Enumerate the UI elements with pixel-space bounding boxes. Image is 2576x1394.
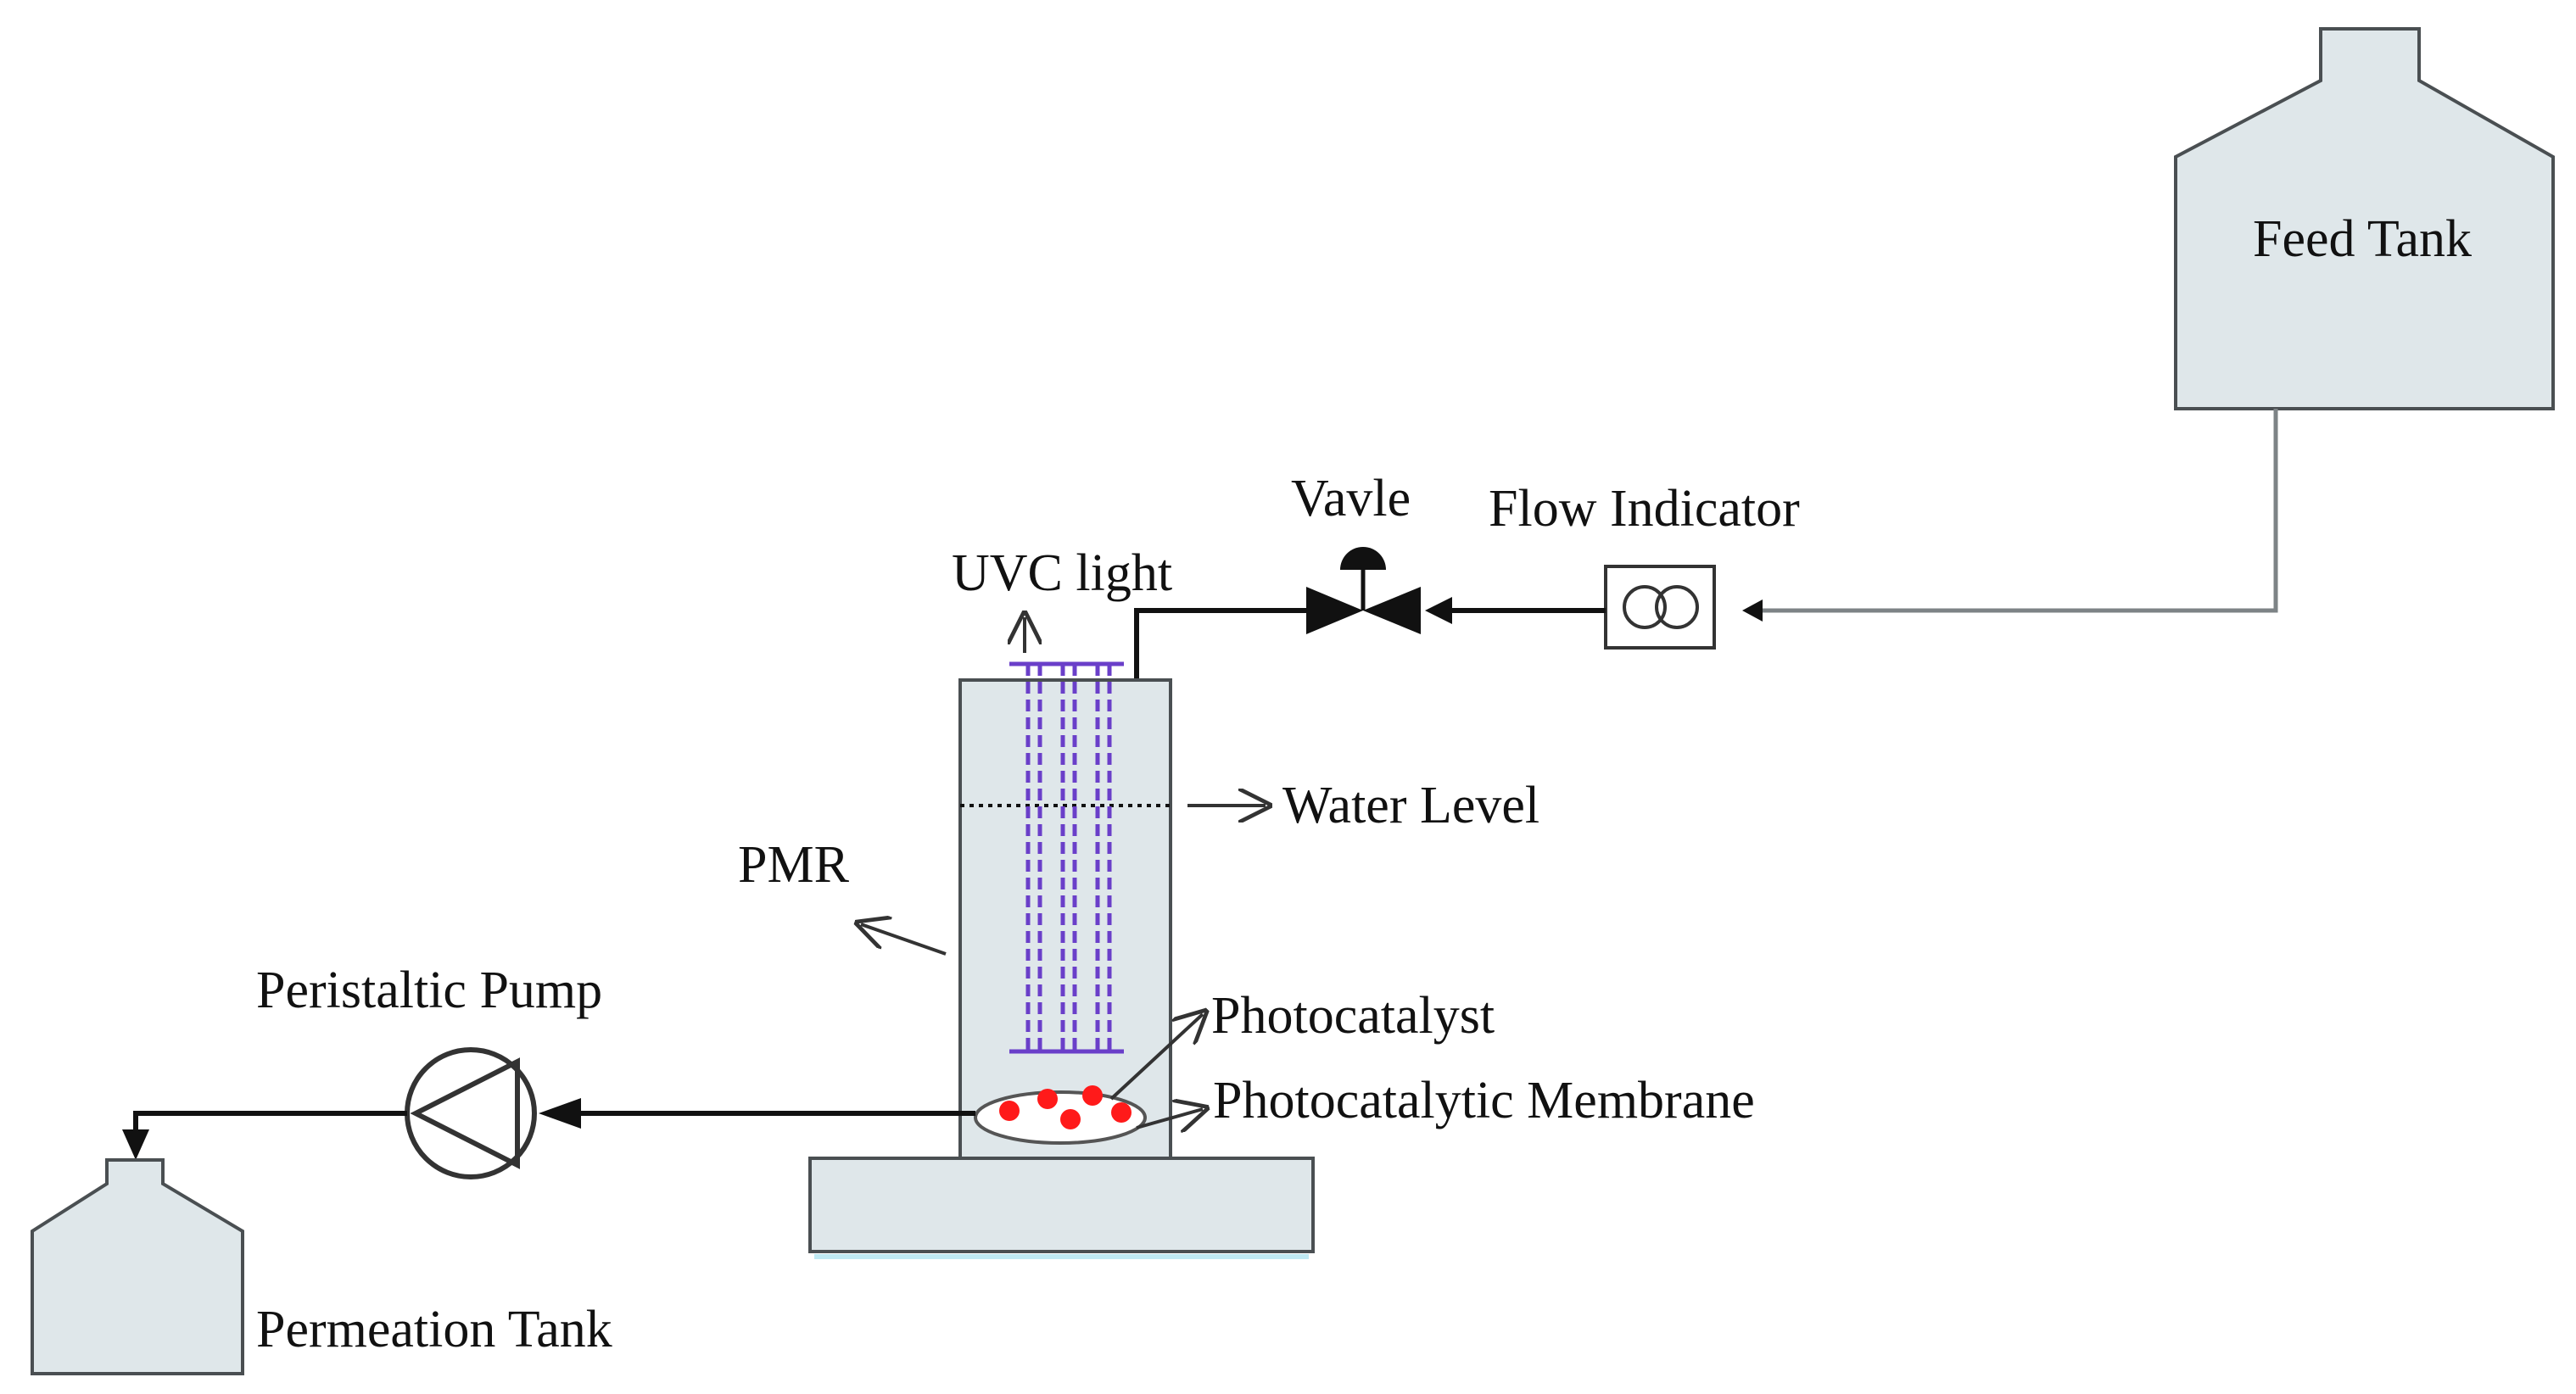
- valve-handwheel: [1340, 547, 1386, 570]
- flow-indicator: Flow Indicator: [1489, 480, 1800, 650]
- peristaltic-pump: Peristaltic Pump: [256, 962, 602, 1179]
- pmr-reactor-vessel: [958, 678, 1172, 1160]
- pipe-flow-to-valve-arrowhead: [1425, 597, 1452, 624]
- photocatalyst-particle: [1060, 1109, 1081, 1129]
- feed-line-arrowhead: [1742, 599, 1763, 622]
- photocatalyst-pointer: [1109, 1014, 1203, 1101]
- photocatalyst-particles: [999, 1085, 1132, 1129]
- photocatalyst-particle: [1082, 1085, 1103, 1106]
- pmr-label: PMR: [738, 836, 850, 894]
- water-level-label: Water Level: [1282, 777, 1539, 834]
- permeation-tank: Permeation Tank: [31, 1158, 612, 1375]
- pmr-pointer: [861, 924, 947, 956]
- pump-to-permeation-arrowhead: [122, 1129, 149, 1160]
- photocatalyst-particle: [1111, 1102, 1132, 1123]
- reactor-base: [808, 1157, 1315, 1253]
- feed-tank: Feed Tank: [2174, 27, 2555, 410]
- permeation-tank-body: [31, 1158, 244, 1375]
- uvc-light-label: UVC light: [952, 544, 1172, 602]
- photocatalytic-membrane: [974, 1090, 1147, 1145]
- valve: Vavle: [1291, 470, 1421, 634]
- feed-tank-label: Feed Tank: [2253, 210, 2472, 268]
- uvc-lamps: [1009, 661, 1124, 1054]
- photocatalyst-label: Photocatalyst: [1211, 987, 1495, 1045]
- photocatalyst-particle: [999, 1101, 1020, 1121]
- flow-indicator-rotor-left: [1623, 585, 1667, 629]
- photocatalytic-membrane-pointer: [1136, 1109, 1203, 1128]
- peristaltic-pump-rotor: [410, 1057, 520, 1169]
- feed-line: [1747, 409, 2278, 613]
- flow-indicator-rotor-right: [1655, 585, 1699, 629]
- valve-body-right: [1363, 587, 1421, 634]
- peristaltic-pump-label: Peristaltic Pump: [256, 962, 602, 1019]
- pump-to-permeation-line: [133, 1111, 407, 1136]
- photocatalytic-membrane-label: Photocatalytic Membrane: [1213, 1072, 1755, 1129]
- feed-tank-body: [2174, 27, 2555, 410]
- photocatalyst-particle: [1037, 1089, 1058, 1109]
- permeate-line-arrowhead: [539, 1098, 581, 1129]
- valve-body-left: [1306, 587, 1363, 634]
- valve-label: Vavle: [1291, 470, 1411, 527]
- permeation-tank-label: Permeation Tank: [256, 1301, 612, 1358]
- flow-indicator-label: Flow Indicator: [1489, 480, 1800, 538]
